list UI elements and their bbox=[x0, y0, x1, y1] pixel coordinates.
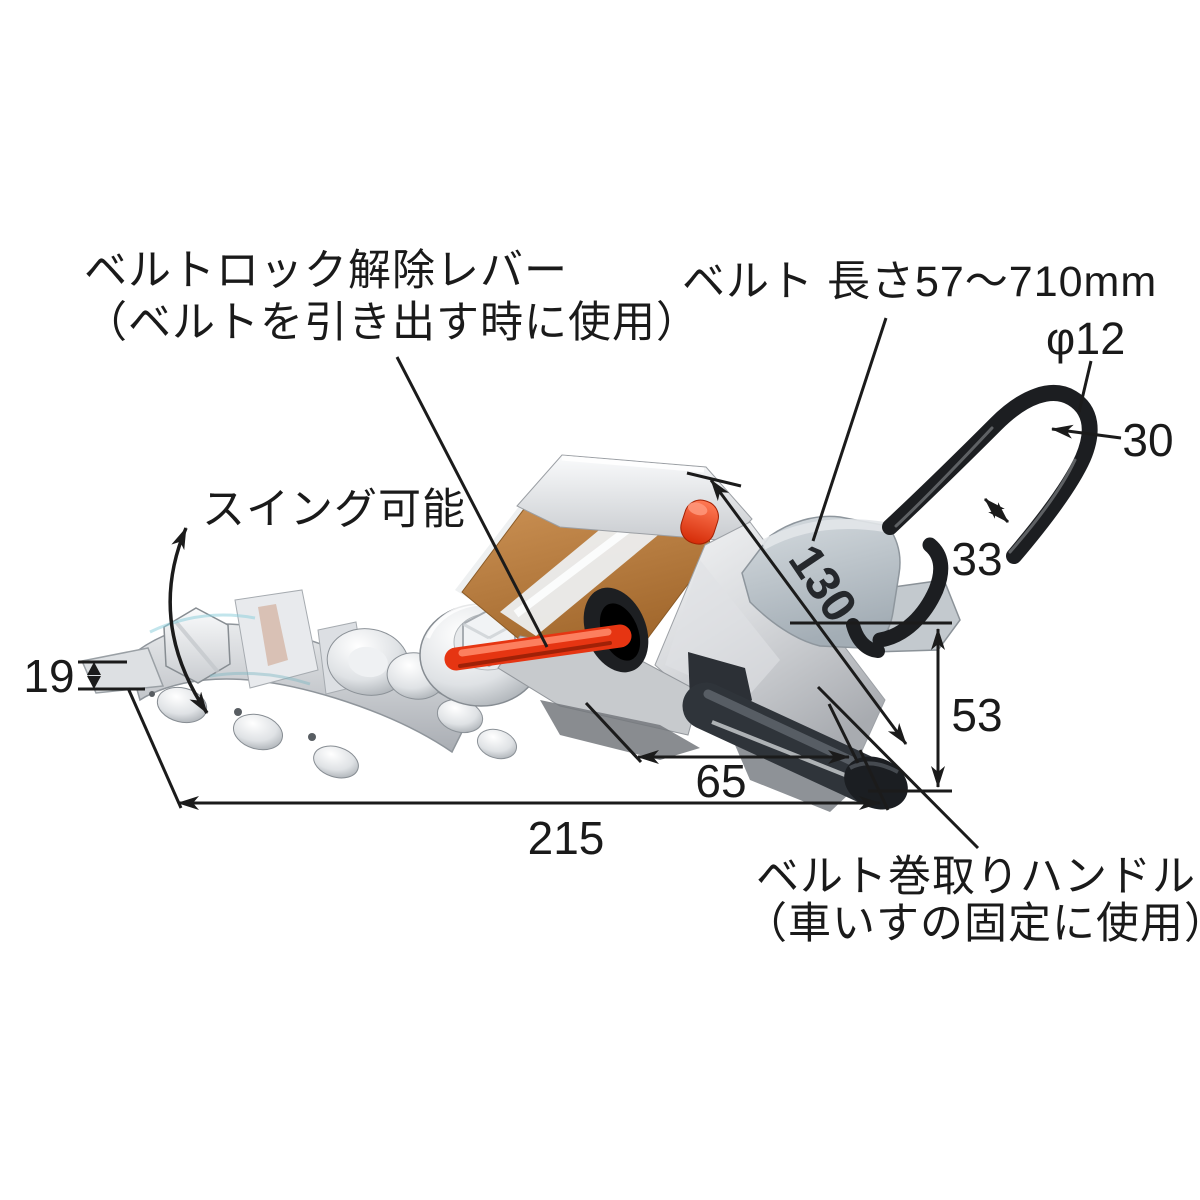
belt-length-label: ベルト 長さ57～710mm bbox=[682, 258, 1158, 306]
swing-label: スイング可能 bbox=[202, 486, 466, 534]
dim-rail-thickness: 19 bbox=[23, 650, 75, 702]
dim-body-height: 53 bbox=[951, 689, 1003, 741]
lock-lever-label-line1: ベルトロック解除レバー bbox=[84, 247, 568, 295]
swing-bracket-rail bbox=[80, 589, 473, 779]
dim-hook-tip-opening: 30 bbox=[1122, 414, 1174, 466]
dimension-lines bbox=[78, 424, 1122, 811]
lock-lever-label-line2: （ベルトを引き出す時に使用） bbox=[84, 299, 700, 347]
small-dimension-arrows bbox=[87, 662, 101, 689]
dim-overall-length: 215 bbox=[527, 812, 605, 864]
hook-diameter-label: φ12 bbox=[1046, 313, 1126, 364]
winding-handle-label-line2: （車いすの固定に使用） bbox=[744, 900, 1200, 948]
dim-body-depth: 65 bbox=[695, 755, 747, 807]
dim-hook-side-opening: 33 bbox=[951, 533, 1003, 585]
release-lever bbox=[444, 587, 649, 673]
winding-handle-label-line1: ベルト巻取りハンドル bbox=[756, 853, 1196, 901]
